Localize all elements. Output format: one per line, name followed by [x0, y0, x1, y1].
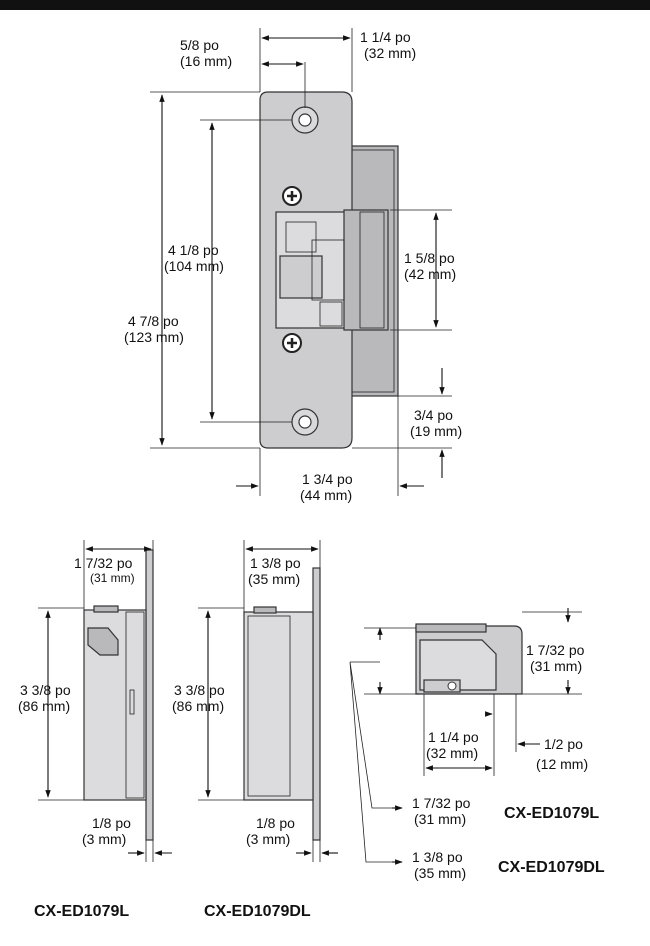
top-depth-dl-metric: (35 mm) [414, 865, 466, 881]
screw-spacing-imperial: 4 1/8 po [168, 242, 219, 258]
model-label-l: CX-ED1079L [34, 903, 129, 920]
side-l-height-imperial: 3 3/8 po [20, 682, 71, 698]
side-dl-height-imperial: 3 3/8 po [174, 682, 225, 698]
screw-bottom-icon [282, 333, 302, 353]
screw-hole-top [291, 106, 319, 134]
top-model-dl: CX-ED1079DL [498, 859, 605, 876]
overall-height-metric: (123 mm) [124, 329, 184, 345]
overall-depth-metric: (32 mm) [364, 45, 416, 61]
top-width-metric: (32 mm) [426, 745, 478, 761]
side-dl-height-metric: (86 mm) [172, 698, 224, 714]
top-depth-l-imperial: 1 7/32 po [412, 795, 471, 811]
keeper-offset-metric: (19 mm) [410, 423, 462, 439]
side-dl-plate-imperial: 1/8 po [256, 815, 295, 831]
faceplate-width-metric: (44 mm) [300, 487, 352, 503]
side-view-l: 1 7/32 po (31 mm) 3 3/8 po (86 mm) 1/8 p… [18, 540, 172, 920]
top-height-metric: (31 mm) [530, 658, 582, 674]
top-view: 1 7/32 po (31 mm) 1 1/4 po (32 mm) 1/2 p… [349, 608, 605, 881]
side-l-plate-imperial: 1/8 po [92, 815, 131, 831]
overall-depth-imperial: 1 1/4 po [360, 29, 411, 45]
top-width-imperial: 1 1/4 po [428, 729, 479, 745]
side-l-depth-metric: (31 mm) [90, 571, 135, 585]
side-view-dl: 1 3/8 po (35 mm) 3 3/8 po (86 mm) 1/8 po… [172, 540, 338, 920]
top-depth-l-metric: (31 mm) [414, 811, 466, 827]
top-model-l: CX-ED1079L [504, 805, 599, 822]
screw-spacing-metric: (104 mm) [164, 258, 224, 274]
keeper-offset-imperial: 3/4 po [414, 407, 453, 423]
side-dl-body [243, 611, 314, 801]
side-dl-faceplate [312, 567, 321, 841]
overall-height-imperial: 4 7/8 po [128, 313, 179, 329]
screw-hole-bottom [291, 408, 319, 436]
front-view: 5/8 po (16 mm) 1 1/4 po (32 mm) 4 1/8 po… [124, 28, 462, 503]
side-dl-depth-imperial: 1 3/8 po [250, 555, 301, 571]
side-dl-depth-metric: (35 mm) [248, 571, 300, 587]
keeper [343, 209, 389, 331]
side-l-faceplate [145, 549, 154, 841]
keeper-height-imperial: 1 5/8 po [404, 250, 455, 266]
top-offset-imperial: 1/2 po [544, 736, 583, 752]
top-height-imperial: 1 7/32 po [526, 642, 585, 658]
screw-top-icon [282, 186, 302, 206]
side-l-plate-metric: (3 mm) [82, 831, 126, 847]
face-width-imperial: 5/8 po [180, 37, 219, 53]
side-l-depth-imperial: 1 7/32 po [74, 555, 133, 571]
face-width-metric: (16 mm) [180, 53, 232, 69]
keeper-height-metric: (42 mm) [404, 266, 456, 282]
top-depth-dl-imperial: 1 3/8 po [412, 849, 463, 865]
side-l-height-metric: (86 mm) [18, 698, 70, 714]
header-bar [0, 0, 650, 10]
faceplate-width-imperial: 1 3/4 po [302, 471, 353, 487]
side-dl-plate-metric: (3 mm) [246, 831, 290, 847]
top-offset-metric: (12 mm) [536, 756, 588, 772]
model-label-dl: CX-ED1079DL [204, 903, 311, 920]
